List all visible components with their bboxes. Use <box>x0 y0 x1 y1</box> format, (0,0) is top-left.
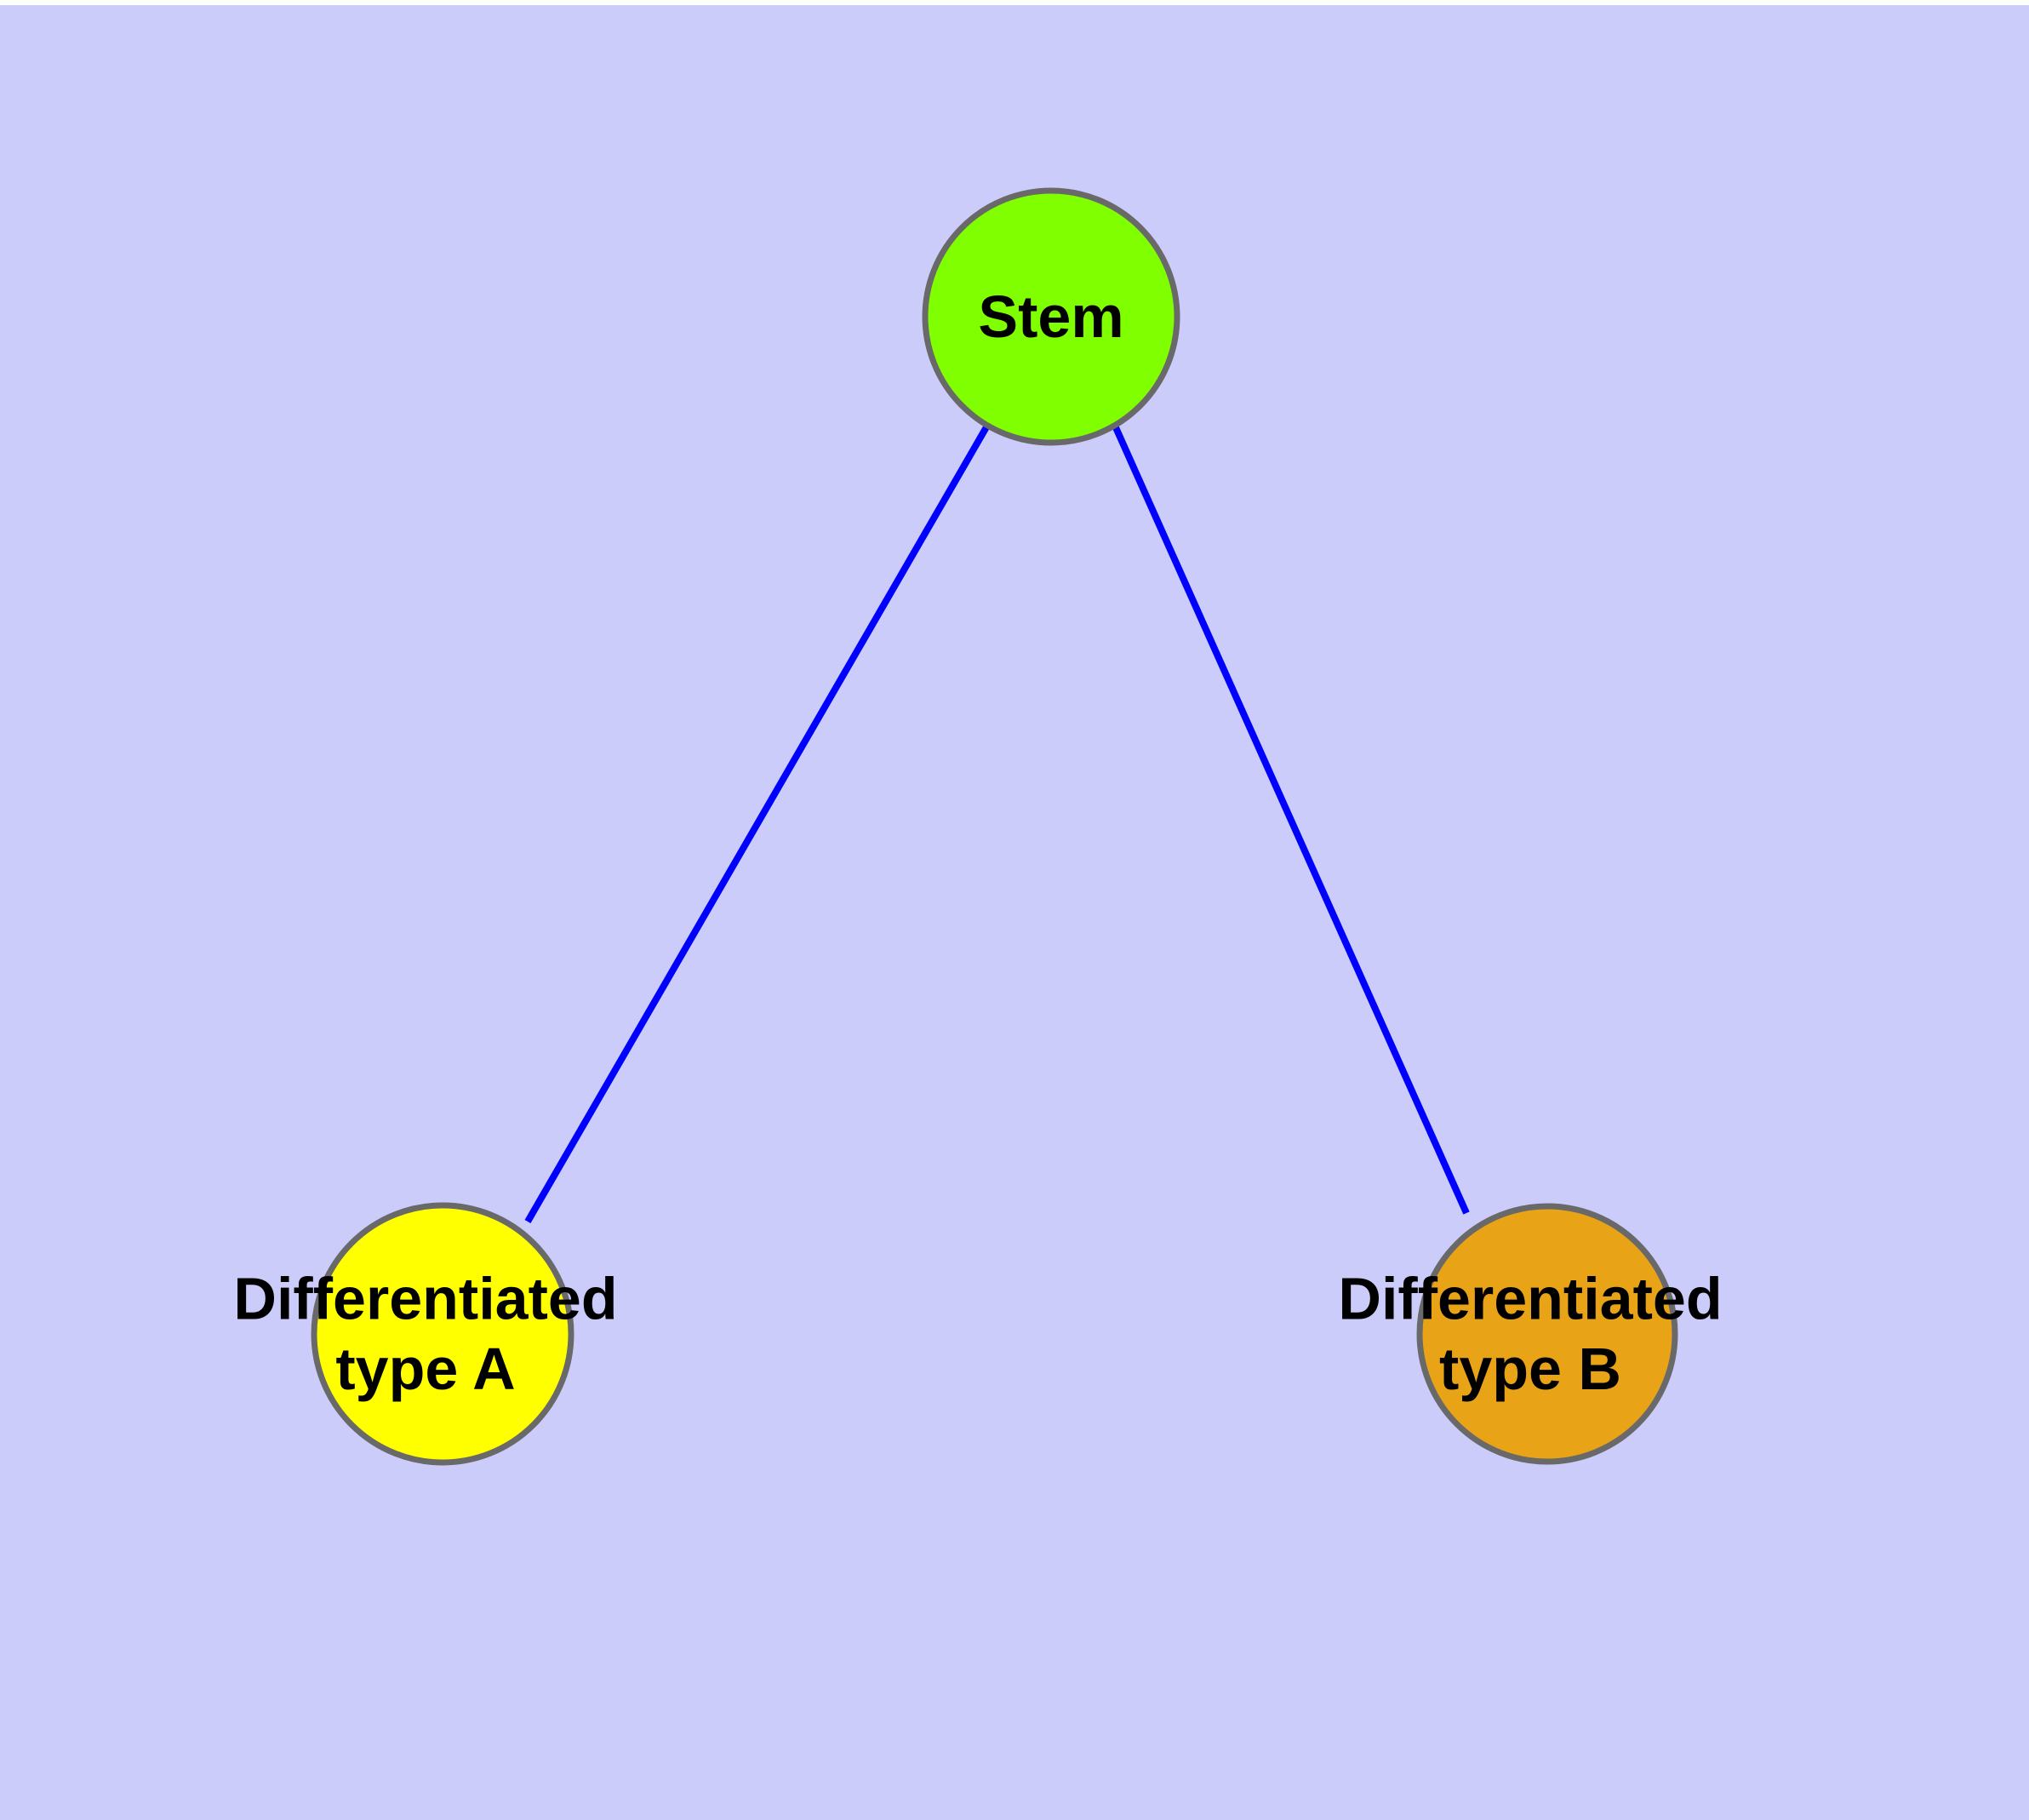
graph-edge-stem-diff_a[interactable] <box>524 423 991 1224</box>
graph-node-diff_a[interactable] <box>311 1202 574 1466</box>
label-line: Stem <box>978 283 1123 350</box>
label-line: Differentiated <box>233 1266 617 1332</box>
graph-node-label-stem: Stem <box>978 283 1123 350</box>
graph-node-diff_b[interactable] <box>1416 1203 1678 1465</box>
nodes-group <box>311 187 1678 1466</box>
graph-edge-stem-diff_b[interactable] <box>1112 424 1470 1215</box>
label-line: type A <box>335 1336 515 1402</box>
label-line: type B <box>1439 1336 1621 1402</box>
edges-group <box>524 423 1470 1224</box>
label-line: Differentiated <box>1338 1266 1722 1332</box>
graph-node-stem[interactable] <box>922 187 1180 446</box>
